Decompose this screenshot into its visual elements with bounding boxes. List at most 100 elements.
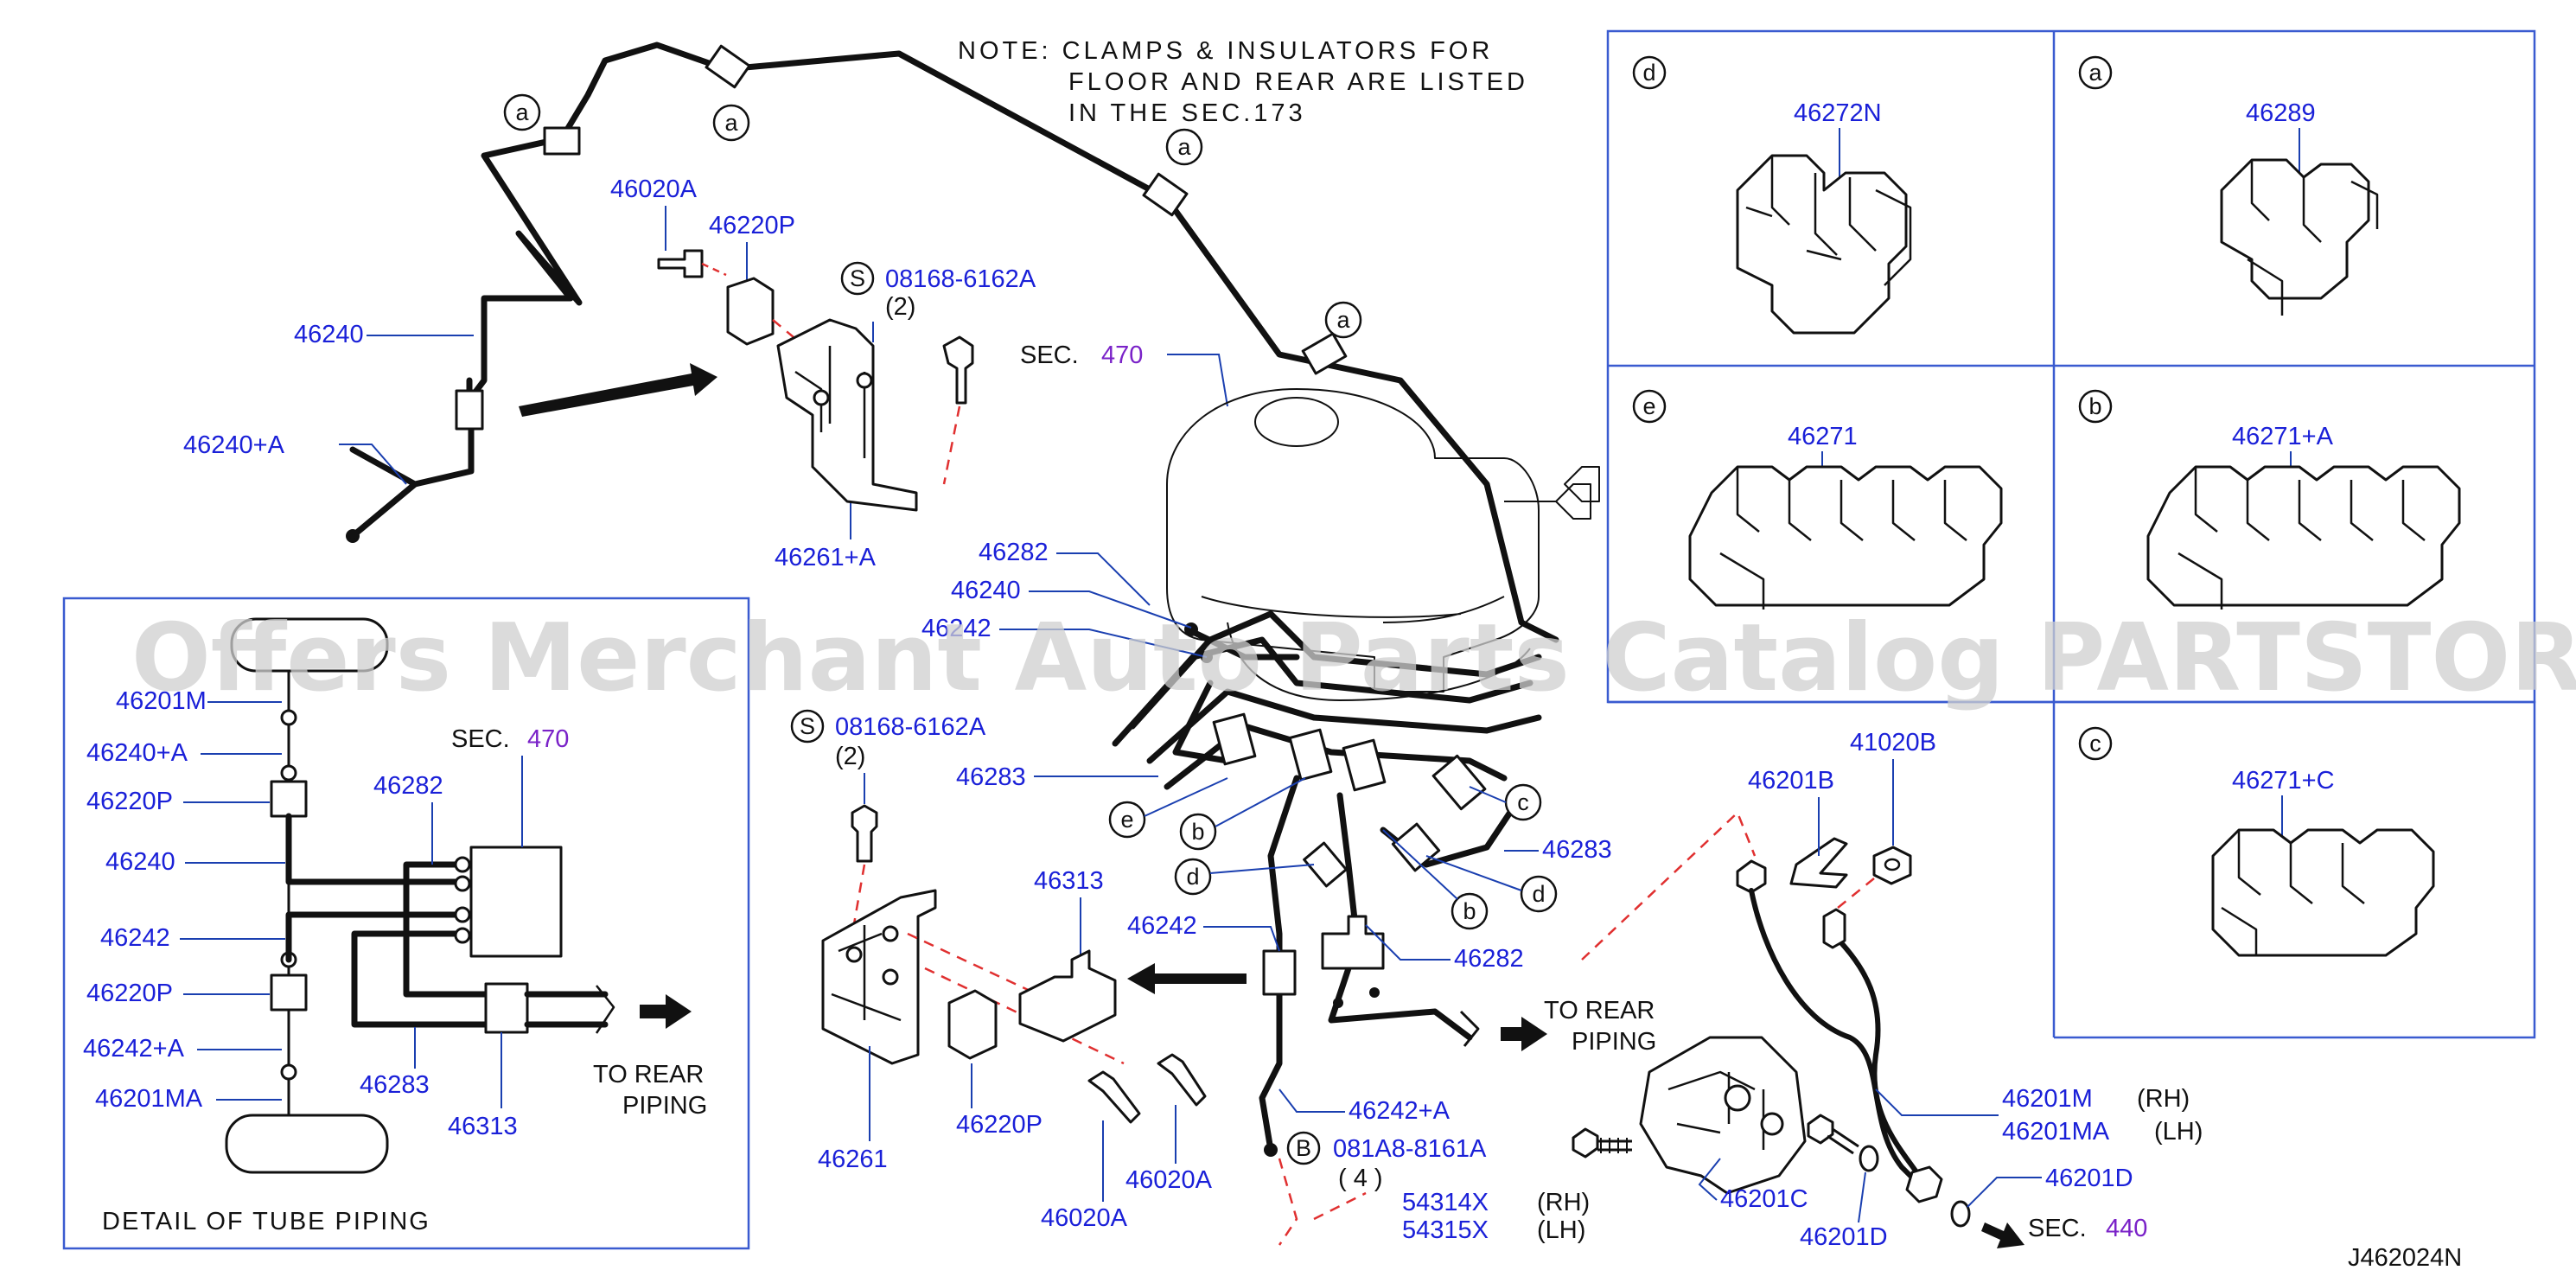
ref-a-1: a: [515, 99, 529, 125]
top-clip-refs[interactable]: a a a a: [503, 93, 1362, 339]
label-sec-top: SEC.: [1020, 341, 1079, 369]
detail-sec-num[interactable]: 470: [527, 725, 569, 753]
ref-a-4: a: [1336, 307, 1350, 333]
detail-to-rear-2: PIPING: [622, 1092, 707, 1120]
label-sec-top-num[interactable]: 470: [1101, 341, 1143, 369]
clip-46271C-drawing: [2211, 828, 2435, 957]
label-46313[interactable]: 46313: [1034, 867, 1104, 895]
clip-46272N-drawing: [1736, 154, 1912, 335]
pipe-46240-top: [346, 41, 1559, 643]
clip-part-46272N: 46272N: [1794, 99, 1882, 127]
note-line-3: IN THE SEC.173: [1068, 99, 1306, 127]
label-46220P-b[interactable]: 46220P: [956, 1111, 1043, 1139]
detail-46283[interactable]: 46283: [360, 1071, 430, 1099]
detail-to-rear-1: TO REAR: [593, 1061, 704, 1088]
label-46201B[interactable]: 46201B: [1748, 767, 1834, 795]
clip-ref-c: c: [2089, 731, 2101, 756]
detail-46220P-b[interactable]: 46220P: [86, 980, 173, 1007]
label-bolt-top-qty: (2): [885, 293, 915, 321]
clip-cell-e[interactable]: e 46271: [1632, 389, 2003, 610]
label-46282-a[interactable]: 46282: [979, 539, 1049, 566]
label-bolt-b-qty: ( 4 ): [1338, 1165, 1383, 1192]
label-46240A-top[interactable]: 46240+A: [183, 431, 285, 459]
label-46261A[interactable]: 46261+A: [775, 544, 877, 571]
label-46240-top[interactable]: 46240: [294, 321, 364, 348]
clip-cell-a[interactable]: a 46289: [2078, 55, 2379, 316]
label-54314X[interactable]: 54314X: [1402, 1189, 1489, 1216]
clip-46289-drawing: [2220, 158, 2379, 316]
bracket-46261A: [657, 249, 974, 512]
label-46282-b[interactable]: 46282: [1454, 945, 1524, 973]
clip-ref-d: d: [1642, 60, 1655, 86]
clip-part-46271C: 46271+C: [2232, 767, 2335, 795]
label-54315X-side: (LH): [1537, 1216, 1585, 1244]
label-sec-bottom-num[interactable]: 440: [2106, 1215, 2147, 1242]
pipe-bundle: [1112, 610, 1547, 1157]
label-41020B[interactable]: 41020B: [1850, 729, 1936, 756]
arrow-to-bracket-lower: [1127, 963, 1247, 994]
label-46020A-b[interactable]: 46020A: [1041, 1204, 1128, 1232]
clip-ref-a: a: [2088, 60, 2102, 86]
label-46242-b[interactable]: 46242: [1127, 912, 1197, 940]
arrow-to-bracket: [519, 363, 717, 417]
ref-d-2: d: [1532, 881, 1545, 907]
clip-part-46271: 46271: [1788, 423, 1858, 450]
detail-46240A[interactable]: 46240+A: [86, 739, 188, 767]
label-46242A[interactable]: 46242+A: [1349, 1097, 1451, 1125]
label-46201C[interactable]: 46201C: [1720, 1185, 1808, 1213]
label-46201D-a[interactable]: 46201D: [2045, 1165, 2133, 1192]
label-46020A-c[interactable]: 46020A: [1125, 1166, 1213, 1194]
clip-cell-c[interactable]: c 46271+C: [2078, 726, 2435, 957]
label-46261[interactable]: 46261: [818, 1146, 888, 1173]
clip-46271A-drawing: [2146, 465, 2461, 610]
clip-cell-d[interactable]: d 46272N: [1632, 55, 1912, 335]
lower-labels: 46261 46220P 46020A 46020A 46242+A B 081…: [818, 997, 1656, 1246]
clip-ref-b: b: [2088, 393, 2101, 419]
label-46201M-side: (RH): [2137, 1085, 2190, 1113]
label-bolt-b[interactable]: 081A8-8161A: [1333, 1135, 1487, 1163]
ref-a-2: a: [724, 110, 738, 136]
right-lower-labels: 46201B 41020B 46201M (RH) 46201MA (LH) 4…: [1698, 729, 2203, 1251]
label-bolt-mid[interactable]: 08168-6162A: [835, 713, 986, 741]
label-bolt-top[interactable]: 08168-6162A: [885, 265, 1036, 293]
note-line-2: FLOOR AND REAR ARE LISTED: [1068, 68, 1528, 96]
clip-cell-b[interactable]: b 46271+A: [2078, 389, 2461, 610]
label-46283-b[interactable]: 46283: [1542, 836, 1612, 864]
detail-46201MA[interactable]: 46201MA: [95, 1085, 203, 1113]
top-left-labels: 46240 46240+A 46020A 46220P S 08168-6162…: [183, 176, 1036, 571]
detail-46282[interactable]: 46282: [373, 772, 443, 800]
watermark: Offers Merchant Auto Parts Catalog PARTS…: [131, 604, 2576, 712]
label-46020A-top[interactable]: 46020A: [610, 176, 698, 203]
label-54315X[interactable]: 54315X: [1402, 1216, 1489, 1244]
brake-hose-assembly: [1572, 810, 2024, 1248]
clip-ref-e: e: [1642, 393, 1655, 419]
ref-s-top: S: [850, 265, 865, 291]
detail-46240[interactable]: 46240: [105, 848, 175, 876]
detail-sec: SEC.: [451, 725, 510, 753]
ref-a-3: a: [1177, 134, 1191, 160]
label-46220P-top[interactable]: 46220P: [709, 212, 795, 239]
detail-46313[interactable]: 46313: [448, 1113, 518, 1140]
clip-46271-drawing: [1688, 465, 2003, 610]
label-46201D-b[interactable]: 46201D: [1800, 1223, 1888, 1251]
ref-b-2: b: [1463, 898, 1476, 924]
label-46201M[interactable]: 46201M: [2002, 1085, 2093, 1113]
label-46201MA[interactable]: 46201MA: [2002, 1118, 2110, 1146]
detail-46201M[interactable]: 46201M: [116, 687, 207, 715]
label-46240-b[interactable]: 46240: [951, 577, 1021, 604]
detail-46242A[interactable]: 46242+A: [83, 1035, 185, 1063]
ref-b-1: b: [1191, 819, 1204, 845]
bracket-46261: [821, 804, 1207, 1124]
detail-46220P-a[interactable]: 46220P: [86, 788, 173, 815]
note-line-1: NOTE: CLAMPS & INSULATORS FOR: [958, 37, 1493, 65]
label-to-rear-2: PIPING: [1572, 1028, 1656, 1056]
clip-table: [1606, 29, 2536, 1039]
label-46283-a[interactable]: 46283: [956, 763, 1026, 791]
label-46201MA-side: (LH): [2154, 1118, 2203, 1146]
detail-46242[interactable]: 46242: [100, 924, 170, 952]
label-46242-a[interactable]: 46242: [921, 615, 992, 642]
detail-title: DETAIL OF TUBE PIPING: [102, 1208, 430, 1235]
label-54314X-side: (RH): [1537, 1189, 1590, 1216]
